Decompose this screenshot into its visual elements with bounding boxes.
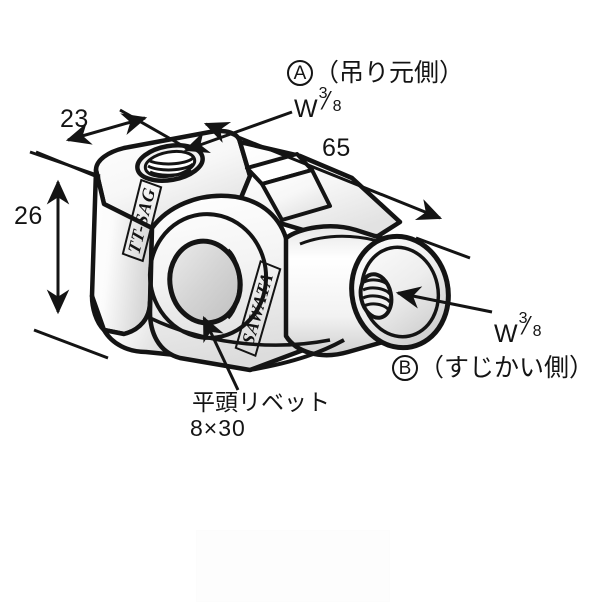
thread-fraction-b: 3⁄8: [518, 310, 542, 342]
dim-26-witness-bottom: [33, 328, 109, 360]
callout-b-marker: B: [392, 355, 418, 381]
callout-a-marker: A: [287, 60, 313, 86]
body-lower-crease: [149, 316, 331, 347]
rivet-note-line2: 8×30: [190, 415, 246, 441]
callout-a-label: （吊り元側）: [314, 59, 465, 87]
dim-26-witness-top: [29, 150, 101, 178]
thread-fraction-a: 3⁄8: [318, 85, 342, 117]
dimension-value-23: 23: [60, 105, 89, 133]
right-thread-hole: [358, 272, 394, 320]
leader-callout-a: [183, 110, 293, 153]
dimension-value-65: 65: [322, 134, 351, 162]
thread-prefix-b: W: [494, 320, 518, 348]
callout-b-label: （すじかい側）: [419, 354, 595, 382]
callout-b: B（すじかい側）: [392, 355, 594, 381]
dim-23-witness-right: [119, 108, 191, 152]
leader-rivet-note: [202, 315, 240, 391]
leader-callout-b: [395, 286, 493, 314]
part-body: [89, 128, 451, 373]
watermark-plate: [196, 530, 390, 602]
dimension-lines: [29, 108, 471, 360]
thread-prefix-a: W: [294, 95, 318, 123]
arm-lower-edge: [249, 338, 345, 372]
dim-23-arrow: [65, 113, 148, 145]
callout-a: A（吊り元側）: [287, 60, 464, 86]
rivet-note-line1: 平頭リベット: [192, 389, 330, 415]
leader-lines: [183, 110, 493, 391]
dim-65-witness-right: [415, 236, 471, 260]
dim-65-arrow: [203, 121, 443, 221]
dimension-value-26: 26: [14, 202, 43, 230]
top-thread-hole: [135, 143, 205, 183]
